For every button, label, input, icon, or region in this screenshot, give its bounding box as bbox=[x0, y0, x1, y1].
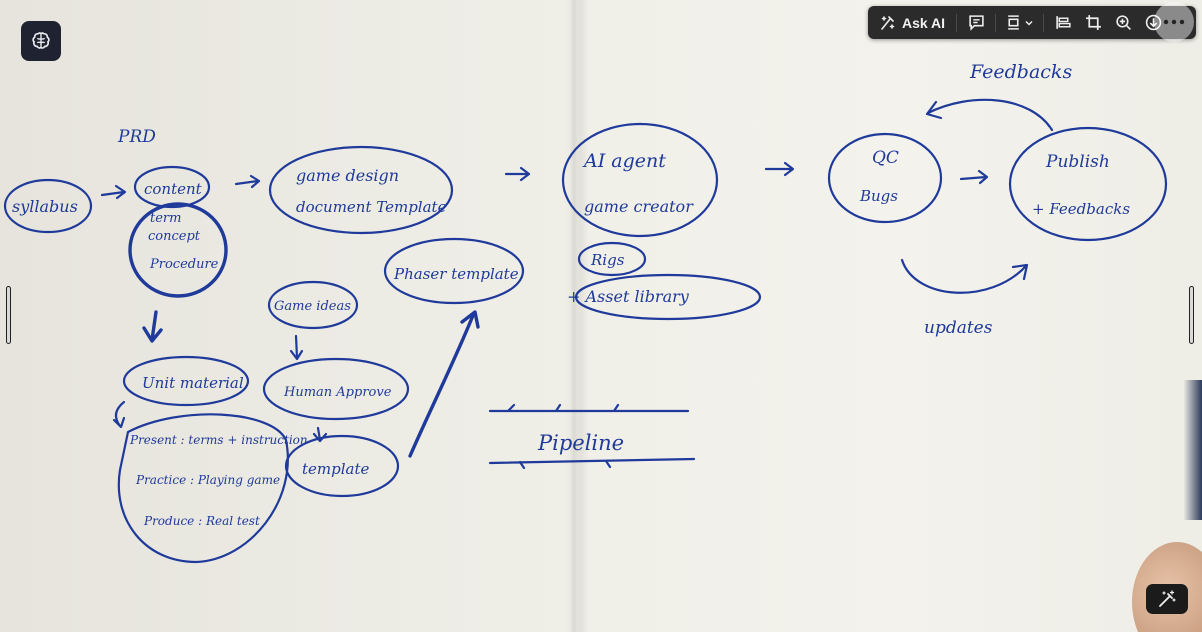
human-approve-bubble bbox=[262, 357, 410, 421]
pipeline-bottom-line bbox=[488, 457, 696, 470]
zoom-in-icon bbox=[1115, 15, 1131, 30]
left-resize-handle[interactable] bbox=[6, 286, 11, 344]
comment-button[interactable] bbox=[962, 9, 990, 36]
pipeline-text: Pipeline bbox=[537, 431, 624, 455]
app-badge-button[interactable] bbox=[21, 21, 61, 61]
updates-text: updates bbox=[924, 318, 993, 338]
ai-agent-text-2: game creator bbox=[584, 197, 694, 216]
prd-text: PRD bbox=[117, 127, 156, 147]
unit-material-bubble bbox=[122, 355, 250, 407]
magic-wand-icon bbox=[1159, 590, 1176, 607]
feedbacks-text: + Feedbacks bbox=[1032, 200, 1130, 218]
phaser-text: Phaser template bbox=[393, 265, 519, 283]
content-bubble bbox=[133, 165, 211, 209]
gdd-text-1: game design bbox=[296, 166, 399, 185]
arrow-unit-ppp bbox=[112, 400, 126, 429]
comment-icon bbox=[968, 15, 984, 31]
present-text: Present : terms + instruction bbox=[129, 433, 308, 447]
publish-text: Publish bbox=[1045, 152, 1110, 172]
qc-bubble bbox=[827, 132, 943, 224]
syllabus-text: syllabus bbox=[12, 197, 78, 216]
produce-text: Produce : Real test bbox=[143, 514, 260, 528]
arrow-agent-qc bbox=[764, 161, 795, 177]
asset-library-text: + Asset library bbox=[567, 287, 690, 306]
align-icon bbox=[1055, 16, 1071, 29]
practice-text: Practice : Playing game bbox=[135, 473, 280, 487]
magic-edit-button[interactable] bbox=[1146, 584, 1188, 614]
feedbacks-top-text: Feedbacks bbox=[969, 61, 1072, 83]
qc-text: QC bbox=[872, 148, 899, 168]
right-resize-handle[interactable] bbox=[1189, 286, 1194, 344]
download-icon bbox=[1145, 14, 1161, 31]
ask-ai-icon bbox=[881, 15, 895, 30]
publish-bubble bbox=[1008, 126, 1168, 242]
gdd-bubble bbox=[268, 145, 454, 235]
unit-material-text: Unit material bbox=[142, 374, 244, 392]
frame-icon bbox=[1008, 15, 1019, 30]
pipeline-top-line bbox=[488, 403, 690, 413]
ai-agent-text-1: AI agent bbox=[582, 150, 666, 172]
term-bubble bbox=[128, 202, 228, 298]
arrow-feedback-loop bbox=[925, 98, 1054, 132]
syllabus-bubble bbox=[3, 178, 93, 234]
arrow-gdd-agent bbox=[504, 166, 531, 182]
ppp-bubble bbox=[117, 413, 289, 564]
crop-icon bbox=[1085, 15, 1101, 30]
arrow-qc-publish bbox=[959, 169, 989, 185]
ask-ai-button[interactable]: Ask AI bbox=[874, 9, 951, 36]
template-text: template bbox=[302, 460, 369, 478]
zoom-in-button[interactable] bbox=[1109, 9, 1137, 36]
template-bubble bbox=[284, 434, 400, 498]
align-button[interactable] bbox=[1049, 9, 1077, 36]
background-edge bbox=[1184, 380, 1202, 520]
arrow-template-phaser bbox=[408, 310, 480, 458]
download-button[interactable] bbox=[1139, 9, 1167, 36]
bugs-text: Bugs bbox=[859, 187, 898, 205]
arrow-updates-loop bbox=[900, 258, 1029, 294]
procedure-text: Procedure bbox=[149, 257, 219, 272]
game-ideas-text: Game ideas bbox=[274, 299, 351, 314]
frame-dropdown-button[interactable] bbox=[1001, 9, 1038, 36]
more-dots-icon bbox=[1163, 19, 1185, 25]
toolbar-divider bbox=[995, 13, 997, 32]
arrow-ideas-approve bbox=[289, 334, 304, 361]
crop-button[interactable] bbox=[1079, 9, 1107, 36]
arrow-syllabus-content bbox=[100, 184, 127, 200]
content-text: content bbox=[144, 180, 203, 198]
phaser-bubble bbox=[383, 237, 525, 305]
ai-agent-bubble bbox=[561, 122, 719, 238]
game-ideas-bubble bbox=[267, 280, 359, 330]
brain-icon bbox=[32, 32, 50, 49]
gdd-text-2: document Template bbox=[296, 198, 447, 216]
asset-library-bubble bbox=[574, 273, 762, 321]
rigs-bubble bbox=[577, 241, 647, 277]
image-toolbar: Ask AI bbox=[868, 6, 1196, 39]
ask-ai-label: Ask AI bbox=[902, 14, 946, 31]
term-text: term bbox=[150, 211, 181, 226]
rigs-text: Rigs bbox=[590, 251, 625, 269]
arrow-content-gdd bbox=[234, 174, 261, 189]
human-approve-text: Human Approve bbox=[283, 385, 392, 400]
chevron-down-icon bbox=[1025, 20, 1033, 26]
paper-fold bbox=[570, 0, 578, 632]
arrow-to-unit bbox=[142, 310, 163, 343]
more-options-button[interactable] bbox=[1154, 2, 1194, 42]
concept-text: concept bbox=[148, 229, 201, 244]
toolbar-divider bbox=[956, 13, 958, 32]
toolbar-divider bbox=[1043, 13, 1045, 32]
